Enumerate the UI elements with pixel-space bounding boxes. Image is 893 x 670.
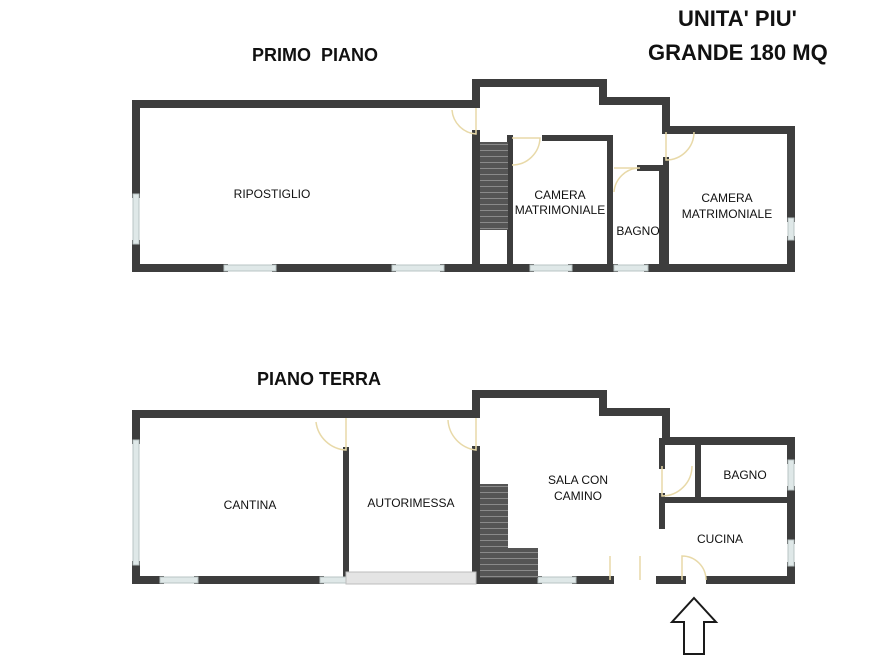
room-ripostiglio: RIPOSTIGLIO [234, 187, 311, 201]
up-arrow-icon [669, 596, 719, 655]
staircase-terra-vertical [480, 484, 508, 550]
room-camera1-line2: MATRIMONIALE [515, 203, 605, 217]
garage-door [345, 571, 477, 585]
room-sala-line2: CAMINO [554, 489, 602, 503]
primo-piano-openings [132, 108, 795, 272]
room-sala-line1: SALA CON [548, 473, 608, 487]
floor-label-primo-piano: PRIMO PIANO [252, 45, 379, 65]
piano-terra-openings [132, 418, 795, 585]
staircase-terra-landing [480, 548, 538, 578]
room-camera2-line2: MATRIMONIALE [682, 207, 772, 221]
room-camera2-line1: CAMERA [701, 191, 752, 205]
room-bagno-primo: BAGNO [616, 224, 659, 238]
unit-title-line2: GRANDE 180 MQ [648, 40, 828, 65]
wall-top-outline [132, 79, 795, 222]
unit-title-line1: UNITA' PIU' [678, 6, 797, 31]
room-bagno-terra: BAGNO [723, 468, 766, 482]
piano-terra-plan [132, 390, 795, 584]
room-autorimessa: AUTORIMESSA [367, 496, 454, 510]
room-camera1-line1: CAMERA [534, 188, 585, 202]
room-cantina: CANTINA [224, 498, 277, 512]
primo-piano-plan [132, 79, 795, 272]
room-cucina: CUCINA [697, 532, 743, 546]
floor-label-piano-terra: PIANO TERRA [257, 369, 382, 389]
wall-top-outline-terra [132, 390, 795, 464]
staircase-primo [480, 142, 508, 230]
